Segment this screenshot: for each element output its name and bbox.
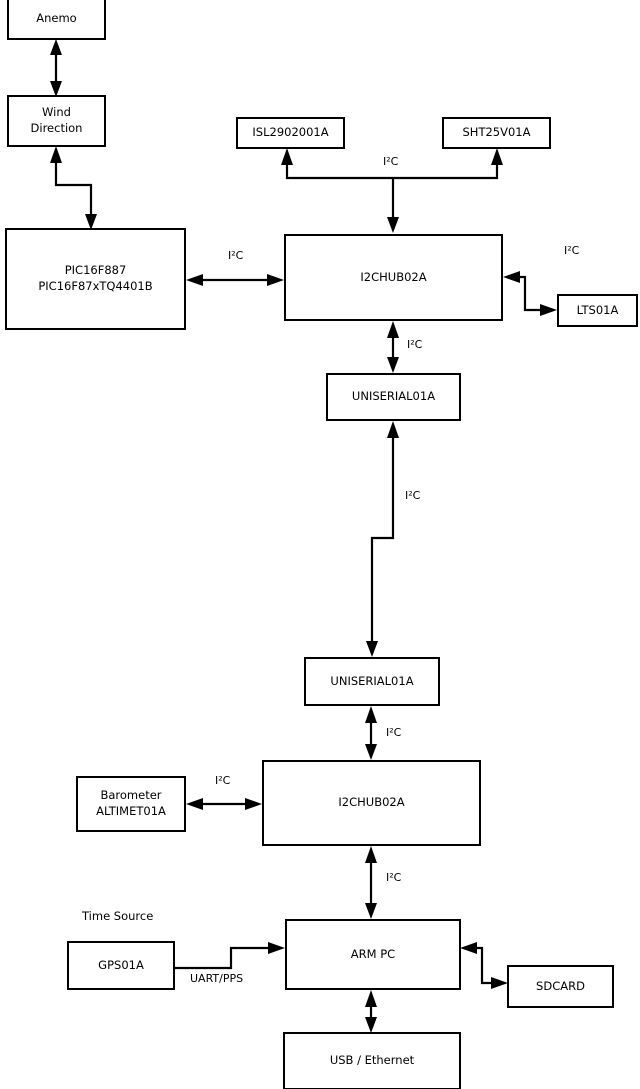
connector-pic-hubtop <box>186 274 284 286</box>
node-lts01a-label: LTS01A <box>576 302 619 317</box>
connector-hubbot-armpc <box>365 846 377 919</box>
edge-label-uniserial-hubbot: I²C <box>386 726 402 739</box>
node-barometer-altimet01a-label: Barometer ALTIMET01A <box>96 788 166 818</box>
label-time-source: Time Source <box>82 909 154 923</box>
node-i2chub02a-top[interactable]: I2CHUB02A <box>284 234 503 321</box>
node-i2chub02a-bottom[interactable]: I2CHUB02A <box>262 760 481 846</box>
connector-anemo-wind <box>50 39 62 97</box>
connector-gps-armpc <box>175 942 285 970</box>
node-sdcard[interactable]: SDCARD <box>507 965 614 1008</box>
node-uniserial01a-lower[interactable]: UNISERIAL01A <box>304 657 440 706</box>
node-barometer-altimet01a[interactable]: Barometer ALTIMET01A <box>76 776 186 832</box>
edge-label-hubbot-armpc: I²C <box>386 871 402 884</box>
edge-label-gps-armpc: UART/PPS <box>190 972 244 985</box>
node-pic-mcu[interactable]: PIC16F887 PIC16F87xTQ4401B <box>5 228 186 330</box>
node-lts01a[interactable]: LTS01A <box>557 294 638 327</box>
node-wind-direction-label: Wind Direction <box>30 105 83 135</box>
connector-barometer-hubbot <box>186 798 262 810</box>
node-usb-ethernet-label: USB / Ethernet <box>329 1053 415 1068</box>
node-anemo-label: Anemo <box>36 11 77 26</box>
connector-hubtop-sensors <box>281 148 503 233</box>
connector-uniserial-link <box>366 421 399 657</box>
node-uniserial01a-upper-label: UNISERIAL01A <box>351 389 436 404</box>
node-gps01a-label: GPS01A <box>98 957 144 972</box>
node-isl2902001a[interactable]: ISL2902001A <box>236 117 345 149</box>
connector-pic-wind <box>50 146 97 230</box>
node-anemo[interactable]: Anemo <box>7 0 106 40</box>
node-i2chub02a-bottom-label: I2CHUB02A <box>338 795 405 810</box>
node-uniserial01a-upper[interactable]: UNISERIAL01A <box>326 373 461 421</box>
node-arm-pc[interactable]: ARM PC <box>285 919 461 990</box>
node-pic-mcu-label: PIC16F887 PIC16F87xTQ4401B <box>38 263 153 293</box>
connector-armpc-usbeth <box>365 990 377 1033</box>
node-isl2902001a-label: ISL2902001A <box>252 125 329 140</box>
node-sdcard-label: SDCARD <box>536 978 585 993</box>
connector-uniserial-hubbot <box>365 706 377 760</box>
edge-label-hubtop-sensors: I²C <box>383 155 399 168</box>
edge-label-pic-hubtop: I²C <box>228 249 244 262</box>
connector-armpc-sdcard <box>460 942 508 989</box>
node-usb-ethernet[interactable]: USB / Ethernet <box>283 1032 461 1089</box>
node-gps01a[interactable]: GPS01A <box>67 941 175 990</box>
connector-hubtop-uniserial <box>387 321 399 373</box>
node-arm-pc-label: ARM PC <box>350 946 396 961</box>
connector-hubtop-lts <box>503 271 557 316</box>
node-sht25v01a-label: SHT25V01A <box>462 125 531 140</box>
edge-label-uniserial-link: I²C <box>405 489 421 502</box>
node-uniserial01a-lower-label: UNISERIAL01A <box>330 673 414 688</box>
node-i2chub02a-top-label: I2CHUB02A <box>360 269 427 284</box>
edge-label-hubtop-uniserial: I²C <box>407 338 423 351</box>
node-wind-direction[interactable]: Wind Direction <box>7 95 106 147</box>
edge-label-hubtop-lts: I²C <box>564 244 580 257</box>
node-sht25v01a[interactable]: SHT25V01A <box>442 117 551 149</box>
edge-label-barometer-hubbot: I²C <box>215 774 231 787</box>
